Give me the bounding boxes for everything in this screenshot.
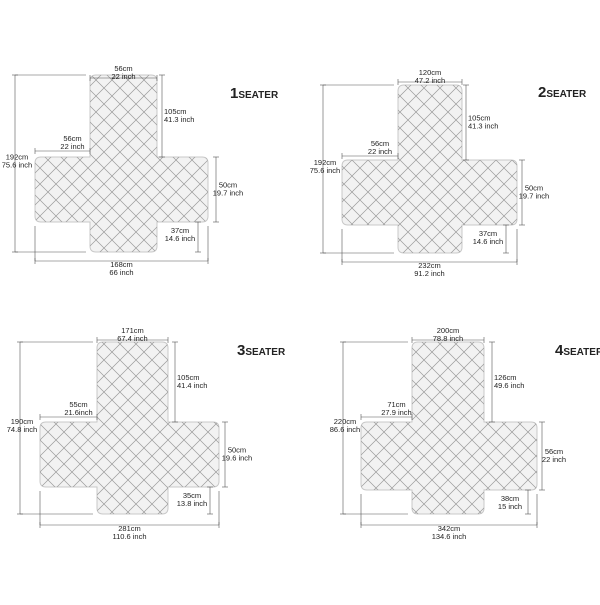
arm-width-cm-label: 55cm — [69, 400, 87, 409]
total-height-cm-label: 192cm — [6, 153, 29, 162]
total-height-cm-label: 192cm — [314, 158, 337, 167]
arm-width-inch-label: 22 inch — [368, 147, 392, 156]
seater-title-number: 4 — [555, 342, 564, 359]
seat-drop-inch-label: 13.8 inch — [177, 499, 207, 508]
arm-depth-cm-label: 56cm — [545, 447, 563, 456]
seater-title-word: SEATER — [546, 89, 587, 100]
back-width-inch-label: 22 inch — [111, 72, 135, 81]
total-height-inch-label: 86.6 inch — [330, 425, 360, 434]
total-height-cm-label: 190cm — [11, 417, 34, 426]
total-width-inch-label: 91.2 inch — [414, 269, 444, 278]
arm-width-cm-label: 71cm — [387, 400, 405, 409]
back-height-inch-label: 41.4 inch — [177, 381, 207, 390]
total-height-inch-label: 75.6 inch — [310, 166, 340, 175]
quilt-pattern — [342, 85, 517, 253]
total-width-cm-label: 342cm — [438, 524, 461, 533]
seat-drop-cm-label: 35cm — [183, 491, 201, 500]
seater-title: 2SEATER — [538, 84, 587, 101]
quilt-pattern — [361, 342, 537, 514]
seater-title-word: SEATER — [563, 347, 600, 358]
total-width-cm-label: 281cm — [118, 524, 141, 533]
arm-depth-cm-label: 50cm — [525, 184, 543, 193]
seater-title: 4SEATER — [555, 342, 600, 359]
seater-title-number: 2 — [538, 84, 546, 101]
total-width-inch-label: 110.6 inch — [112, 532, 146, 541]
quilt-pattern — [40, 342, 219, 514]
quilt-pattern — [35, 75, 208, 252]
arm-width-inch-label: 27.9 inch — [381, 408, 411, 417]
seat-drop-inch-label: 14.6 inch — [473, 237, 503, 246]
total-height-inch-label: 74.8 inch — [7, 425, 37, 434]
back-height-cm-label: 105cm — [468, 114, 491, 123]
back-height-cm-label: 105cm — [164, 107, 187, 116]
seater-title: 3SEATER — [237, 342, 286, 359]
back-height-inch-label: 41.3 inch — [164, 115, 194, 124]
arm-depth-inch-label: 19.7 inch — [519, 192, 549, 201]
seater-title-word: SEATER — [238, 90, 279, 101]
back-height-cm-label: 126cm — [494, 373, 517, 382]
seat-drop-cm-label: 38cm — [501, 494, 519, 503]
back-width-cm-label: 171cm — [121, 326, 144, 335]
total-width-cm-label: 168cm — [110, 260, 133, 269]
arm-width-cm-label: 56cm — [371, 139, 389, 148]
seater-title: 1SEATER — [230, 85, 279, 102]
back-width-inch-label: 67.4 inch — [117, 334, 147, 343]
seater-title-number: 1 — [230, 85, 238, 102]
back-height-inch-label: 41.3 inch — [468, 122, 498, 131]
back-width-inch-label: 78.8 inch — [433, 334, 463, 343]
arm-width-inch-label: 21.6inch — [64, 408, 92, 417]
arm-depth-inch-label: 19.6 inch — [222, 454, 252, 463]
total-height-inch-label: 75.6 inch — [2, 161, 32, 170]
total-width-inch-label: 66 inch — [109, 268, 133, 277]
seat-drop-cm-label: 37cm — [171, 226, 189, 235]
back-width-cm-label: 200cm — [437, 326, 460, 335]
arm-depth-inch-label: 19.7 inch — [213, 189, 243, 198]
seater-title-word: SEATER — [245, 347, 286, 358]
back-height-cm-label: 105cm — [177, 373, 200, 382]
arm-depth-cm-label: 50cm — [219, 181, 237, 190]
arm-depth-cm-label: 50cm — [228, 446, 246, 455]
back-width-cm-label: 56cm — [114, 64, 132, 73]
arm-depth-inch-label: 22 inch — [542, 455, 566, 464]
total-width-inch-label: 134.6 inch — [432, 532, 467, 541]
arm-width-inch-label: 22 inch — [60, 142, 84, 151]
seater-title-number: 3 — [237, 342, 245, 359]
arm-width-cm-label: 56cm — [63, 134, 81, 143]
seat-drop-cm-label: 37cm — [479, 229, 497, 238]
back-width-cm-label: 120cm — [419, 68, 442, 77]
back-height-inch-label: 49.6 inch — [494, 381, 524, 390]
seat-drop-inch-label: 14.6 inch — [165, 234, 195, 243]
seat-drop-inch-label: 15 inch — [498, 502, 522, 511]
total-height-cm-label: 220cm — [334, 417, 357, 426]
total-width-cm-label: 232cm — [418, 261, 441, 270]
back-width-inch-label: 47.2 inch — [415, 76, 445, 85]
